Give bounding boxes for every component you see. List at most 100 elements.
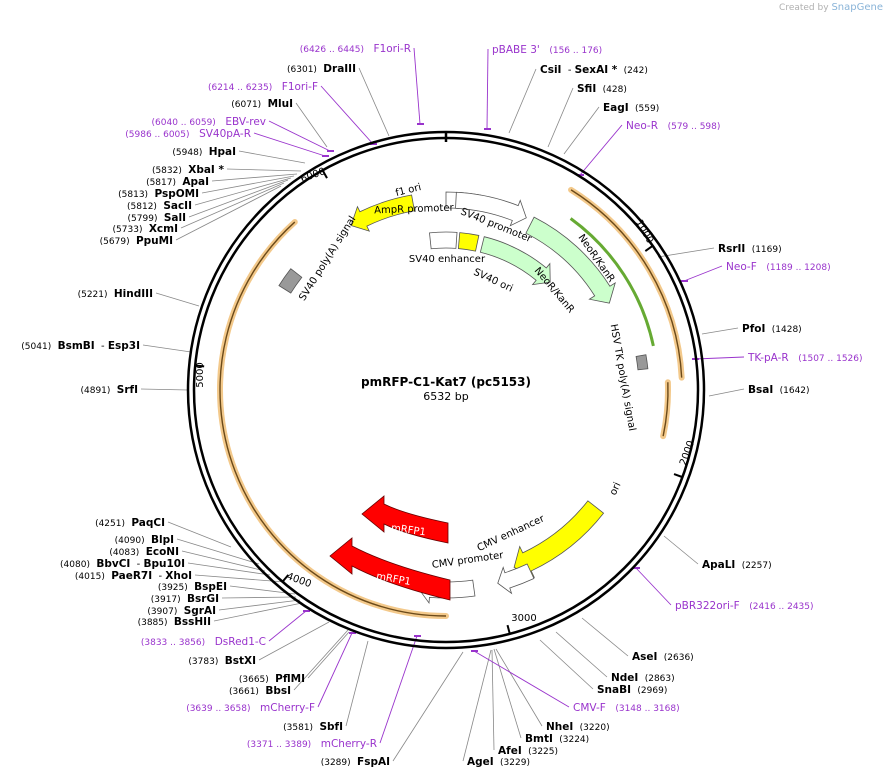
site-snabi[interactable]: SnaBI (2969) [597, 684, 667, 696]
plasmid-length: 6532 bp [423, 390, 468, 403]
feature-mrfp1-12[interactable]: mRFP1 [361, 495, 449, 544]
leader-line [176, 538, 260, 565]
primer-sv40pa-r[interactable]: (5986 .. 6005) SV40pA-R [125, 128, 251, 140]
site-bmti[interactable]: BmtI (3224) [525, 733, 589, 745]
enzyme-name: NdeI [611, 672, 638, 684]
leader-line [181, 550, 266, 572]
enzyme-name: BlpI [151, 534, 174, 546]
enzyme-position: (5817) [146, 178, 176, 188]
enzyme-name: HpaI [209, 146, 236, 158]
enzyme-name: PspOMI [154, 188, 199, 200]
created-by-text: Created by [779, 3, 829, 13]
enzyme-name: SgrAI [184, 605, 216, 617]
primer-f1ori-r[interactable]: (6426 .. 6445) F1ori-R [300, 43, 411, 55]
site-blpi[interactable]: (4090) BlpI [115, 534, 174, 546]
site-bbvci[interactable]: (4080) BbvCI - Bpu10I [60, 558, 185, 570]
primer-neo-f[interactable]: Neo-F (1189 .. 1208) [726, 261, 831, 273]
site-pfoi[interactable]: PfoI (1428) [742, 323, 802, 335]
feature-hsv-tk-poly-a-signal-7[interactable]: HSV TK poly(A) signal [608, 323, 649, 432]
enzyme-name: SnaBI [597, 684, 631, 696]
tick-label-6000: 6000 [299, 166, 327, 185]
enzyme-name: BssHII [174, 616, 211, 628]
primer-f1ori-f[interactable]: (6214 .. 6235) F1ori-F [208, 81, 318, 93]
site-paqci[interactable]: (4251) PaqCI [95, 517, 165, 529]
enzyme-label: BmtI (3224) [525, 733, 589, 745]
site-apai[interactable]: (5817) ApaI [146, 176, 209, 188]
primer-pbabe-3[interactable]: pBABE 3' (156 .. 176) [492, 44, 602, 56]
enzyme-name: RsrII [718, 243, 745, 255]
enzyme-position: (5948) [172, 148, 202, 158]
primer-cmv-f[interactable]: CMV-F (3148 .. 3168) [573, 702, 680, 714]
feature-shape [513, 500, 605, 579]
site-agei[interactable]: AgeI (3229) [467, 756, 530, 768]
primer-tk-pa-r[interactable]: TK-pA-R (1507 .. 1526) [747, 352, 863, 364]
site-bsrgi[interactable]: (3917) BsrGI [151, 593, 219, 605]
site-paer7i[interactable]: (4015) PaeR7I - XhoI [75, 570, 192, 582]
site-econi[interactable]: (4083) EcoNI [109, 546, 179, 558]
site-draiii[interactable]: (6301) DraIII [287, 63, 356, 75]
site-sacii[interactable]: (5812) SacII [127, 200, 192, 212]
enzyme-position: (3661) [229, 687, 259, 697]
enzyme-name: BsrGI [187, 593, 219, 605]
enzyme-label: (3925) BspEI [158, 581, 227, 593]
enzyme-label: (3885) BssHII [138, 616, 211, 628]
site-afei[interactable]: AfeI (3225) [498, 745, 558, 757]
primer-name: pBR322ori-F [675, 600, 740, 612]
site-sfii[interactable]: SfiI (428) [577, 83, 627, 95]
site-bsmbi[interactable]: (5041) BsmBI - Esp3I [21, 340, 140, 352]
feature-sv40-enhancer-5[interactable]: SV40 enhancer [409, 231, 486, 265]
primer-mcherry-r[interactable]: (3371 .. 3389) mCherry-R [247, 738, 377, 750]
primer-dsred1-c[interactable]: (3833 .. 3856) DsRed1-C [141, 636, 266, 648]
site-hindiii[interactable]: (5221) HindIII [78, 288, 153, 300]
site-apali[interactable]: ApaLI (2257) [702, 559, 772, 571]
site-ndei[interactable]: NdeI (2863) [611, 672, 675, 684]
primer-range: (6426 .. 6445) [300, 45, 364, 55]
snapgene-credit: Created by SnapGene [779, 2, 883, 13]
site-bspei[interactable]: (3925) BspEI [158, 581, 227, 593]
primer-name: F1ori-R [374, 43, 411, 55]
site-pspomi[interactable]: (5813) PspOMI [118, 188, 199, 200]
site-xcmi[interactable]: (5733) XcmI [113, 223, 178, 235]
site-sbfi[interactable]: (3581) SbfI [283, 721, 343, 733]
enzyme-position: (559) [635, 104, 659, 114]
site-fspai[interactable]: (3289) FspAI [321, 756, 390, 768]
site-hpai[interactable]: (5948) HpaI [172, 146, 236, 158]
site-asei[interactable]: AseI (2636) [632, 651, 694, 663]
site-pflmi[interactable]: (3665) PflMI [239, 673, 305, 685]
primer-mcherry-f[interactable]: (3639 .. 3658) mCherry-F [186, 702, 315, 714]
site-bsai[interactable]: BsaI (1642) [748, 384, 810, 396]
feature-ori-9[interactable]: ori [513, 481, 623, 579]
site-eagi[interactable]: EagI (559) [603, 102, 659, 114]
site-ppumi[interactable]: (5679) PpuMI [100, 235, 173, 247]
site-sgrai[interactable]: (3907) SgrAI [147, 605, 216, 617]
leader-line [167, 521, 232, 548]
enzyme-position: (3925) [158, 583, 188, 593]
site-sali[interactable]: (5799) SalI [128, 212, 186, 224]
feature-neor-kanr-3[interactable]: NeoR/KanR [525, 216, 617, 304]
site-xbai[interactable]: (5832) XbaI * [152, 164, 225, 176]
primer-range: (1507 .. 1526) [798, 354, 862, 364]
site-srfi[interactable]: (4891) SrfI [80, 384, 138, 396]
enzyme-position: (3224) [559, 735, 589, 745]
site-bbsi[interactable]: (3661) BbsI [229, 685, 291, 697]
enzyme-name: AseI [632, 651, 657, 663]
site-rsrii[interactable]: RsrII (1169) [718, 243, 782, 255]
site-mlui[interactable]: (6071) MluI [231, 98, 293, 110]
site-nhei[interactable]: NheI (3220) [546, 721, 610, 733]
leader-line [211, 173, 298, 182]
primer-name: Neo-R [626, 120, 658, 132]
primer-ebv-rev[interactable]: (6040 .. 6059) EBV-rev [152, 116, 266, 128]
site-bsshii[interactable]: (3885) BssHII [138, 616, 211, 628]
primer-neo-r[interactable]: Neo-R (579 .. 598) [626, 120, 720, 132]
leader-line [194, 574, 286, 583]
feature-shape [525, 216, 616, 304]
leader-line [563, 106, 600, 155]
enzyme-label: (4891) SrfI [80, 384, 138, 396]
primer-range: (5986 .. 6005) [125, 130, 189, 140]
site-csii[interactable]: CsiI - SexAI * (242) [540, 64, 648, 76]
leader-line [293, 629, 349, 691]
primer-label: (6214 .. 6235) F1ori-F [208, 81, 318, 93]
primer-pbr322ori-f[interactable]: pBR322ori-F (2416 .. 2435) [675, 600, 814, 612]
site-bstxi[interactable]: (3783) BstXI [188, 655, 256, 667]
